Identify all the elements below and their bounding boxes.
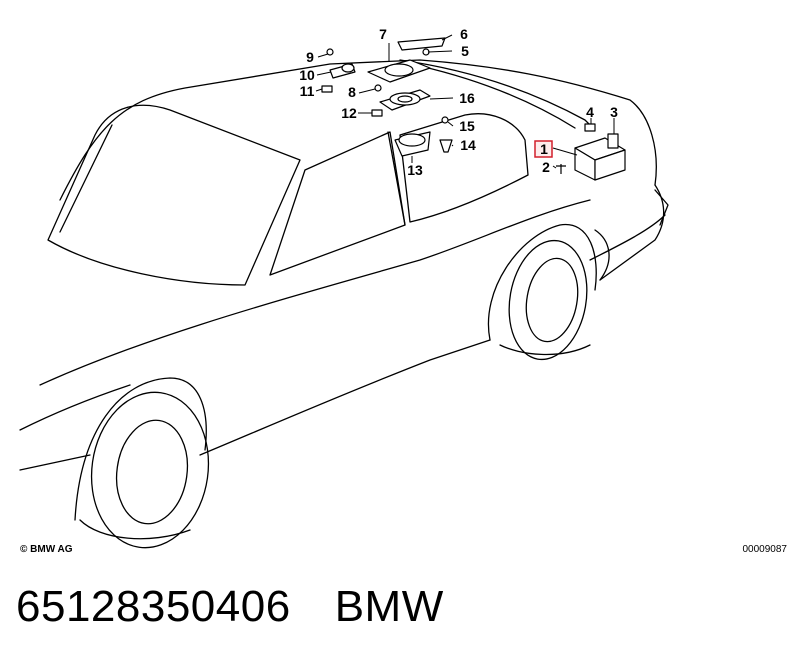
copyright-text: © BMW AG [20,544,73,555]
callout-8[interactable]: 8 [348,84,356,100]
callout-14[interactable]: 14 [460,137,476,153]
callout-1[interactable]: 1 [540,141,548,157]
car-outline [19,59,669,549]
callout-13[interactable]: 13 [407,162,423,178]
callout-15[interactable]: 15 [459,118,475,134]
speaker-parts [321,37,626,181]
callout-4[interactable]: 4 [586,104,594,120]
leader-lines [315,34,615,169]
callout-2[interactable]: 2 [542,159,550,175]
callout-16[interactable]: 16 [459,90,475,106]
brand-name: BMW [334,582,444,631]
callout-7[interactable]: 7 [379,26,387,42]
part-caption: 65128350406 BMW [16,582,444,632]
highlight-box [534,140,553,158]
part-number: 65128350406 [16,582,291,631]
callout-11[interactable]: 11 [300,83,315,99]
callout-5[interactable]: 5 [461,43,469,59]
callout-9[interactable]: 9 [306,49,314,65]
callout-12[interactable]: 12 [341,105,357,121]
callout-3[interactable]: 3 [610,104,618,120]
callout-6[interactable]: 6 [460,26,468,42]
image-code: 00009087 [743,544,788,555]
callout-10[interactable]: 10 [299,67,315,83]
